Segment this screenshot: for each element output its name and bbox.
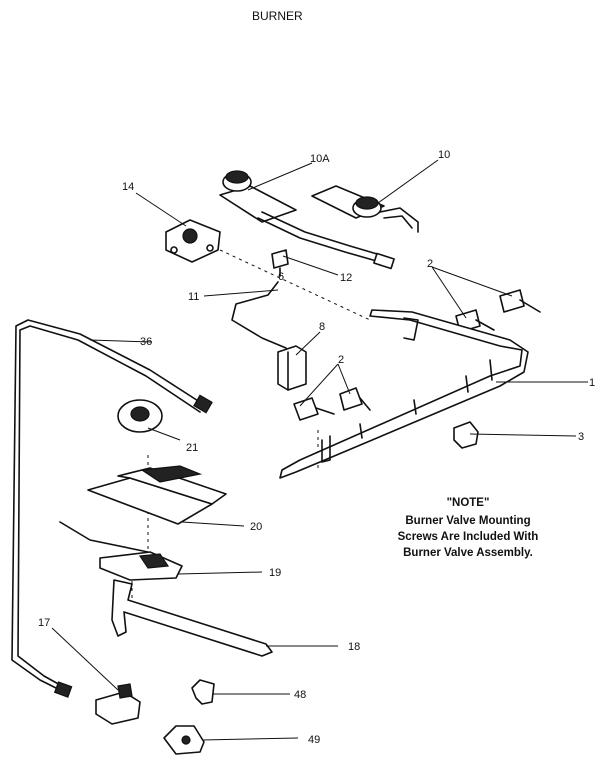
callout-14: 14 [122, 181, 134, 193]
burner-10a [219, 170, 395, 270]
tube-36-end-nut [53, 681, 73, 698]
callout-1: 1 [589, 377, 595, 389]
callout-18: 18 [348, 641, 360, 653]
callout-3: 3 [578, 431, 584, 443]
safety-valve-17 [95, 683, 141, 725]
callout-6: 6 [278, 271, 284, 283]
fitting-12 [271, 249, 289, 277]
callout-2-upper: 2 [427, 258, 433, 270]
callout-10: 10 [438, 149, 450, 161]
callout-19: 19 [269, 567, 281, 579]
note-line-2: Screws Are Included With [398, 531, 539, 543]
note-line-3: Burner Valve Assembly. [403, 547, 533, 559]
bracket-49 [163, 725, 205, 755]
note-heading: "NOTE" [447, 497, 490, 509]
callout-10a: 10A [310, 153, 330, 165]
clip-3 [453, 421, 479, 449]
callout-8: 8 [319, 321, 325, 333]
note-line-1: Burner Valve Mounting [405, 515, 530, 527]
module-8 [277, 345, 307, 391]
callout-11: 11 [188, 291, 199, 303]
tube-11 [231, 281, 287, 349]
burner-10 [311, 185, 419, 233]
regulator-14 [165, 219, 221, 263]
callout-49: 49 [308, 734, 320, 746]
diagram-title: BURNER [252, 9, 303, 23]
igniter-19 [59, 521, 183, 581]
callout-48: 48 [294, 689, 306, 701]
tube-36-nut [193, 394, 213, 414]
shield-20 [87, 465, 227, 525]
callout-2-lower: 2 [338, 354, 344, 366]
callout-17: 17 [38, 617, 50, 629]
tube-36 [11, 319, 207, 691]
callout-20: 20 [250, 521, 262, 533]
callout-21: 21 [186, 442, 198, 454]
callout-12: 12 [340, 272, 352, 284]
oven-burner-18 [111, 579, 273, 657]
valve-2-lower [293, 387, 371, 421]
clip-48 [191, 679, 215, 705]
callout-36: 36 [140, 336, 152, 348]
tube-36-inner [17, 325, 201, 687]
orifice-nut-21 [117, 399, 163, 433]
note-block: "NOTE" Burner Valve Mounting Screws Are … [398, 497, 539, 559]
manifold-1 [279, 309, 529, 479]
valve-2-upper [455, 289, 541, 333]
